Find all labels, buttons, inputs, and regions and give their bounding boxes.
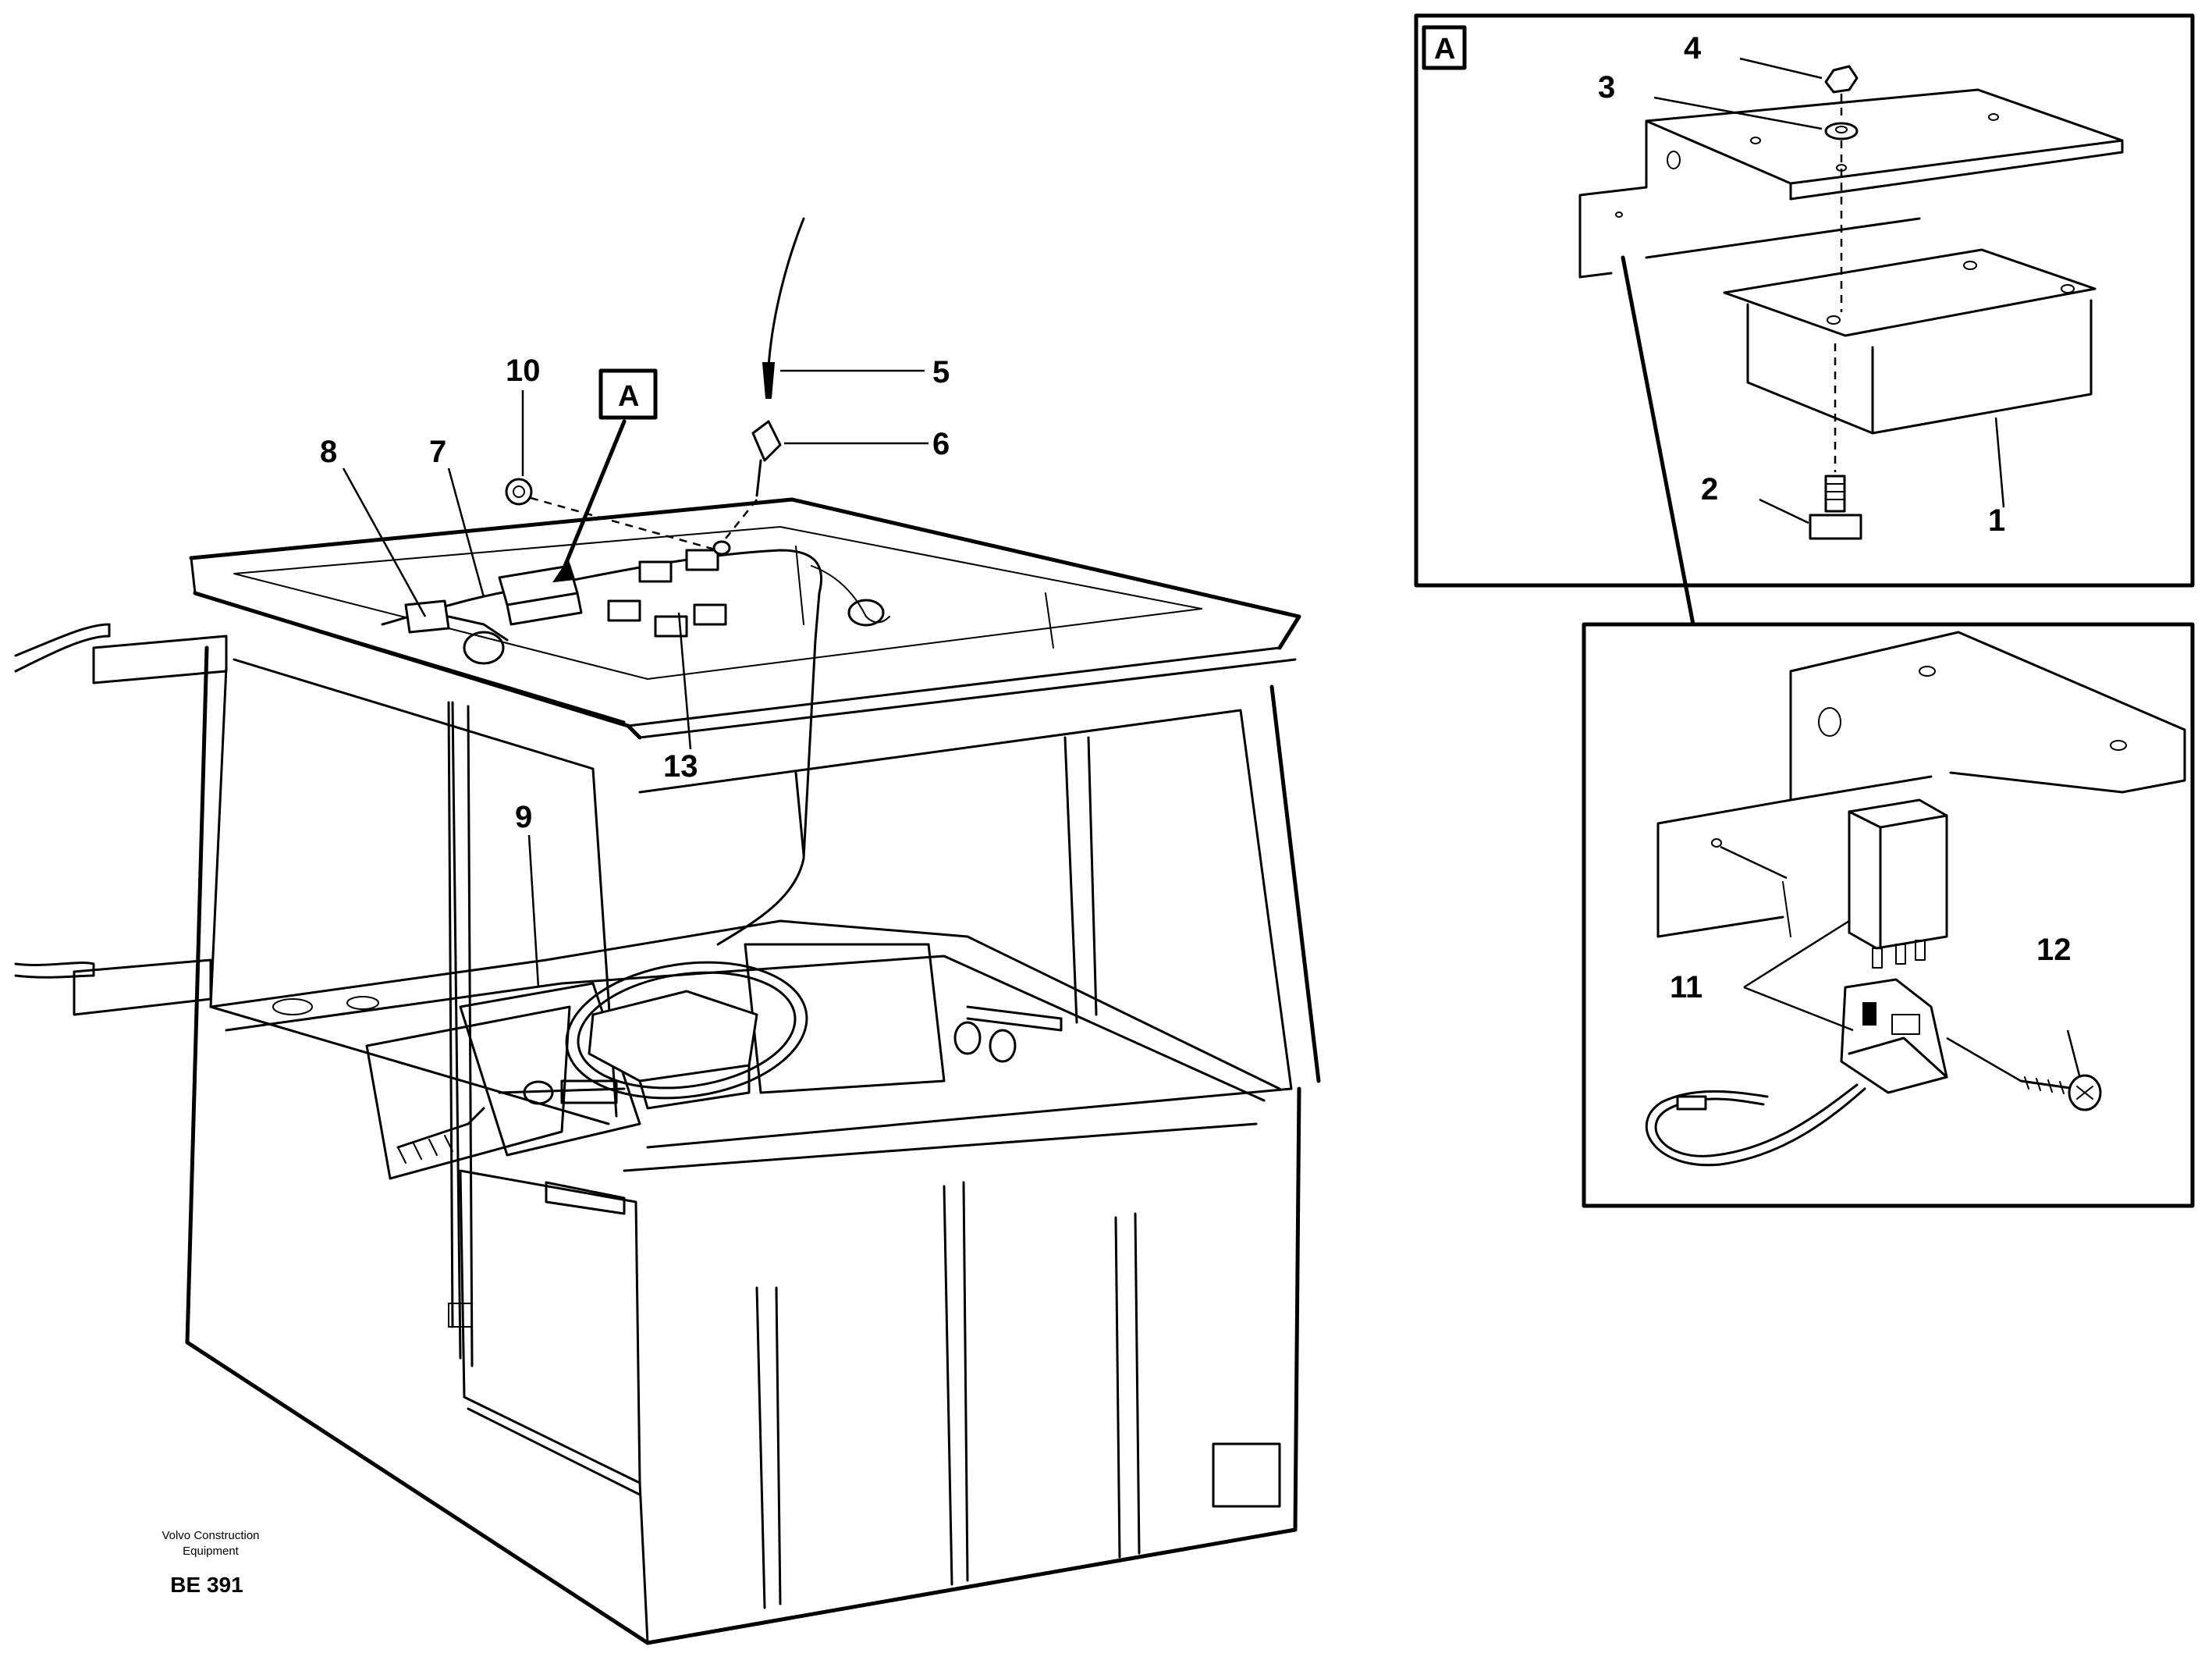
view-marker-a	[552, 368, 658, 583]
callout-9: 9	[515, 800, 532, 834]
detail-a-box	[1414, 13, 2195, 588]
callout-1: 1	[1988, 503, 2005, 538]
cab-leaders	[342, 369, 928, 988]
callout-2: 2	[1701, 472, 1718, 507]
callout-8: 8	[320, 435, 337, 469]
cab-drawing	[14, 217, 1321, 1645]
callout-3: 3	[1598, 70, 1615, 105]
callout-13: 13	[663, 749, 698, 784]
callout-11: 11	[1670, 970, 1702, 1004]
detail-b-box	[1582, 622, 2195, 1208]
detail-a-label: A	[1434, 33, 1455, 66]
callout-7: 7	[429, 435, 446, 469]
credit-line-2: Equipment	[183, 1545, 240, 1558]
callout-12: 12	[2036, 933, 2072, 967]
detail-link-line	[1621, 255, 1695, 627]
callout-4: 4	[1684, 31, 1702, 66]
callout-6: 6	[932, 427, 950, 461]
view-marker-label: A	[618, 380, 639, 413]
credit-line-1: Volvo Construction	[162, 1529, 259, 1542]
callout-10: 10	[506, 354, 541, 388]
drawing-code: BE 391	[170, 1573, 243, 1597]
callout-5: 5	[932, 355, 950, 389]
